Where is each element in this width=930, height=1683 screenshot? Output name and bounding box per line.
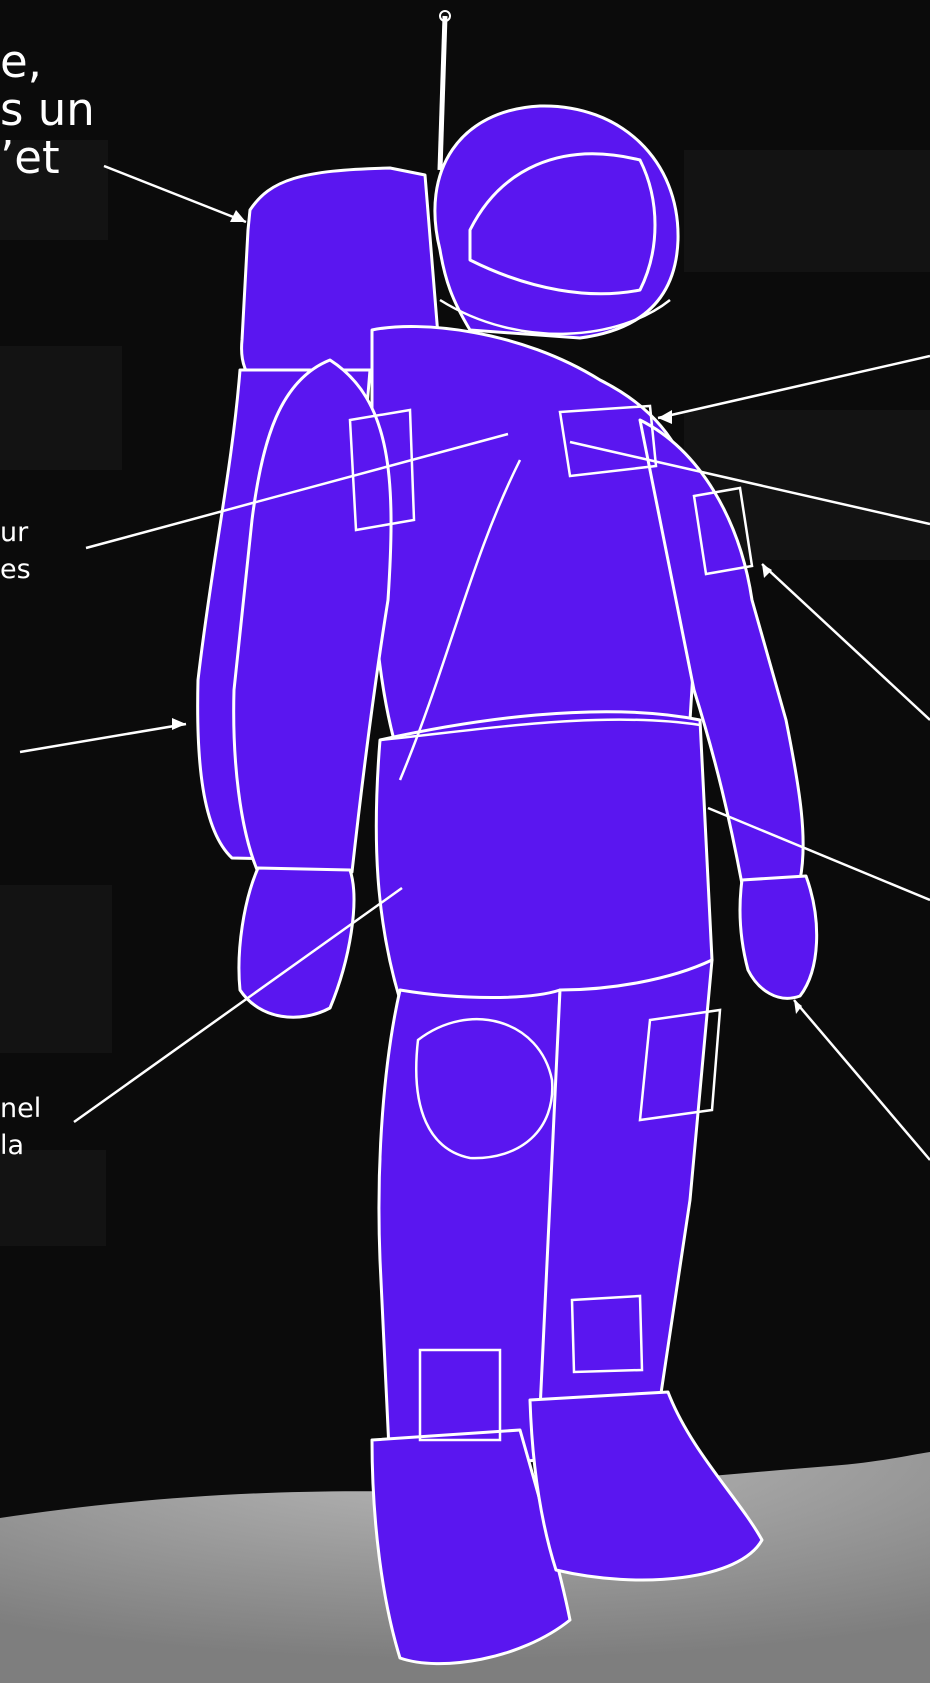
callout-line <box>794 1000 930 1160</box>
callout-line <box>104 166 246 222</box>
arrowhead <box>794 1000 802 1014</box>
callout-label-fragment: nel la <box>0 1090 41 1164</box>
helmet <box>435 106 678 338</box>
torso <box>372 327 700 760</box>
callout-line <box>74 888 402 1122</box>
callout-line <box>762 564 930 720</box>
callout-line <box>20 724 186 752</box>
arrowhead <box>172 718 186 730</box>
callout-label-fragment: ur es <box>0 514 31 588</box>
arrowhead <box>762 564 772 578</box>
left-glove <box>239 868 354 1017</box>
callout-line <box>658 356 930 418</box>
right-glove <box>740 876 817 998</box>
title-text-fragment: e, s un ’et <box>0 38 95 182</box>
left-leg <box>379 990 560 1470</box>
right-leg <box>540 960 712 1410</box>
arrowhead <box>658 410 672 424</box>
antenna <box>440 16 445 170</box>
spacesuit <box>198 106 817 1664</box>
hip-section <box>376 712 712 1004</box>
